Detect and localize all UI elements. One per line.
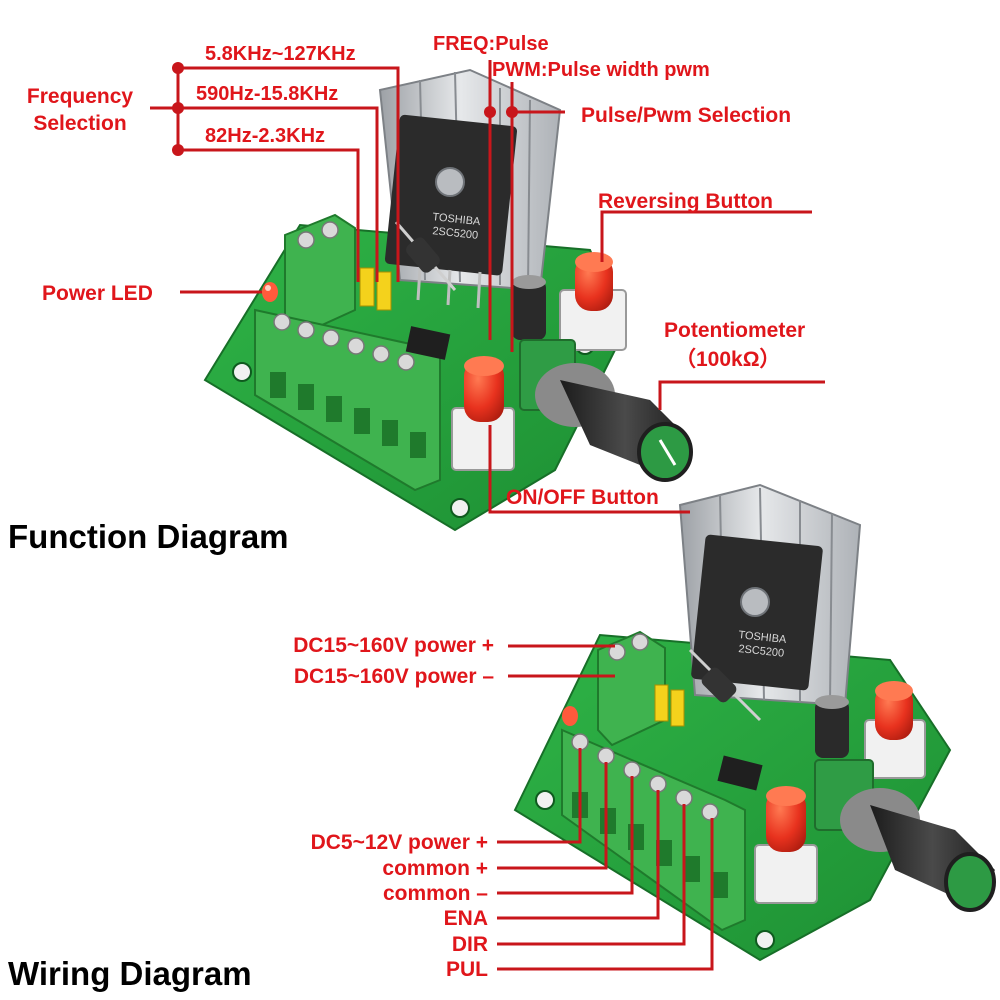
- diode: [394, 221, 457, 291]
- potentiometer-part: [814, 759, 996, 912]
- terminal-label-dc5-12v: DC5~12V power +: [311, 831, 488, 854]
- mount-hole: [450, 498, 470, 518]
- diode: [688, 648, 762, 722]
- reversing-button-label: Reversing Button: [598, 190, 773, 213]
- reversing-button-part: [864, 681, 926, 779]
- mount-hole: [232, 362, 252, 382]
- transistor-brand: TOSHIBA: [432, 211, 482, 228]
- transistor-part: 2SC5200: [738, 643, 785, 660]
- pwm-label: PWM:Pulse width pwm: [492, 59, 710, 81]
- wiring-board: TOSHIBA 2SC5200: [513, 483, 996, 962]
- terminal-label-common-plus: common +: [382, 857, 488, 880]
- power-transistor: TOSHIBA 2SC5200: [384, 114, 518, 309]
- freq-range-low: 82Hz-2.3KHz: [205, 125, 325, 147]
- function-diagram-title: Function Diagram: [8, 518, 289, 555]
- ic-chip: [405, 326, 451, 360]
- potentiometer-label-line2: （100kΩ）: [675, 347, 781, 371]
- freq-range-mid: 590Hz-15.8KHz: [196, 83, 338, 105]
- power-led: [262, 282, 278, 302]
- mount-hole: [535, 790, 555, 810]
- terminal-block-6pin: [561, 728, 746, 932]
- function-callout-lines: [150, 60, 825, 514]
- wiring-callout-lines: [497, 644, 714, 971]
- freq-range-high: 5.8KHz~127KHz: [205, 43, 356, 65]
- capacitor: [512, 275, 546, 340]
- mount-hole: [755, 930, 775, 950]
- wiring-diagram-title: Wiring Diagram: [8, 955, 252, 992]
- terminal-block-2pin: [597, 630, 666, 747]
- ic-chip: [717, 755, 763, 791]
- hv-power-minus-label: DC15~160V power –: [294, 665, 495, 688]
- transistor-part: 2SC5200: [432, 225, 479, 242]
- frequency-selection-label-line1: Frequency: [27, 85, 134, 108]
- onoff-button-label: ON/OFF Button: [506, 486, 659, 509]
- wiring-labels: DC15~160V power + DC15~160V power – DC5~…: [8, 634, 494, 992]
- onoff-button-part: [754, 786, 818, 904]
- hv-power-plus-label: DC15~160V power +: [293, 634, 494, 657]
- transistor-brand: TOSHIBA: [738, 629, 788, 646]
- onoff-button-part: [451, 356, 515, 471]
- freq-jumper: [654, 684, 685, 727]
- power-led: [562, 706, 578, 726]
- potentiometer-label-line1: Potentiometer: [664, 319, 805, 342]
- power-transistor: TOSHIBA 2SC5200: [691, 534, 823, 691]
- pulse-pwm-selection-label: Pulse/Pwm Selection: [581, 104, 791, 127]
- frequency-selection-label-line2: Selection: [33, 112, 126, 135]
- freq-pulse-label: FREQ:Pulse: [433, 33, 549, 55]
- terminal-block-6pin: [254, 308, 441, 492]
- power-led-label: Power LED: [42, 282, 153, 305]
- potentiometer-part: [519, 339, 693, 482]
- capacitor: [815, 695, 849, 758]
- function-labels: Frequency Selection 5.8KHz~127KHz 590Hz-…: [8, 33, 805, 555]
- terminal-label-common-minus: common –: [383, 882, 488, 905]
- freq-jumper: [359, 267, 392, 311]
- terminal-label-pul: PUL: [446, 958, 488, 981]
- terminal-label-ena: ENA: [444, 907, 488, 930]
- function-board: TOSHIBA 2SC5200: [203, 68, 693, 532]
- terminal-label-dir: DIR: [452, 933, 488, 956]
